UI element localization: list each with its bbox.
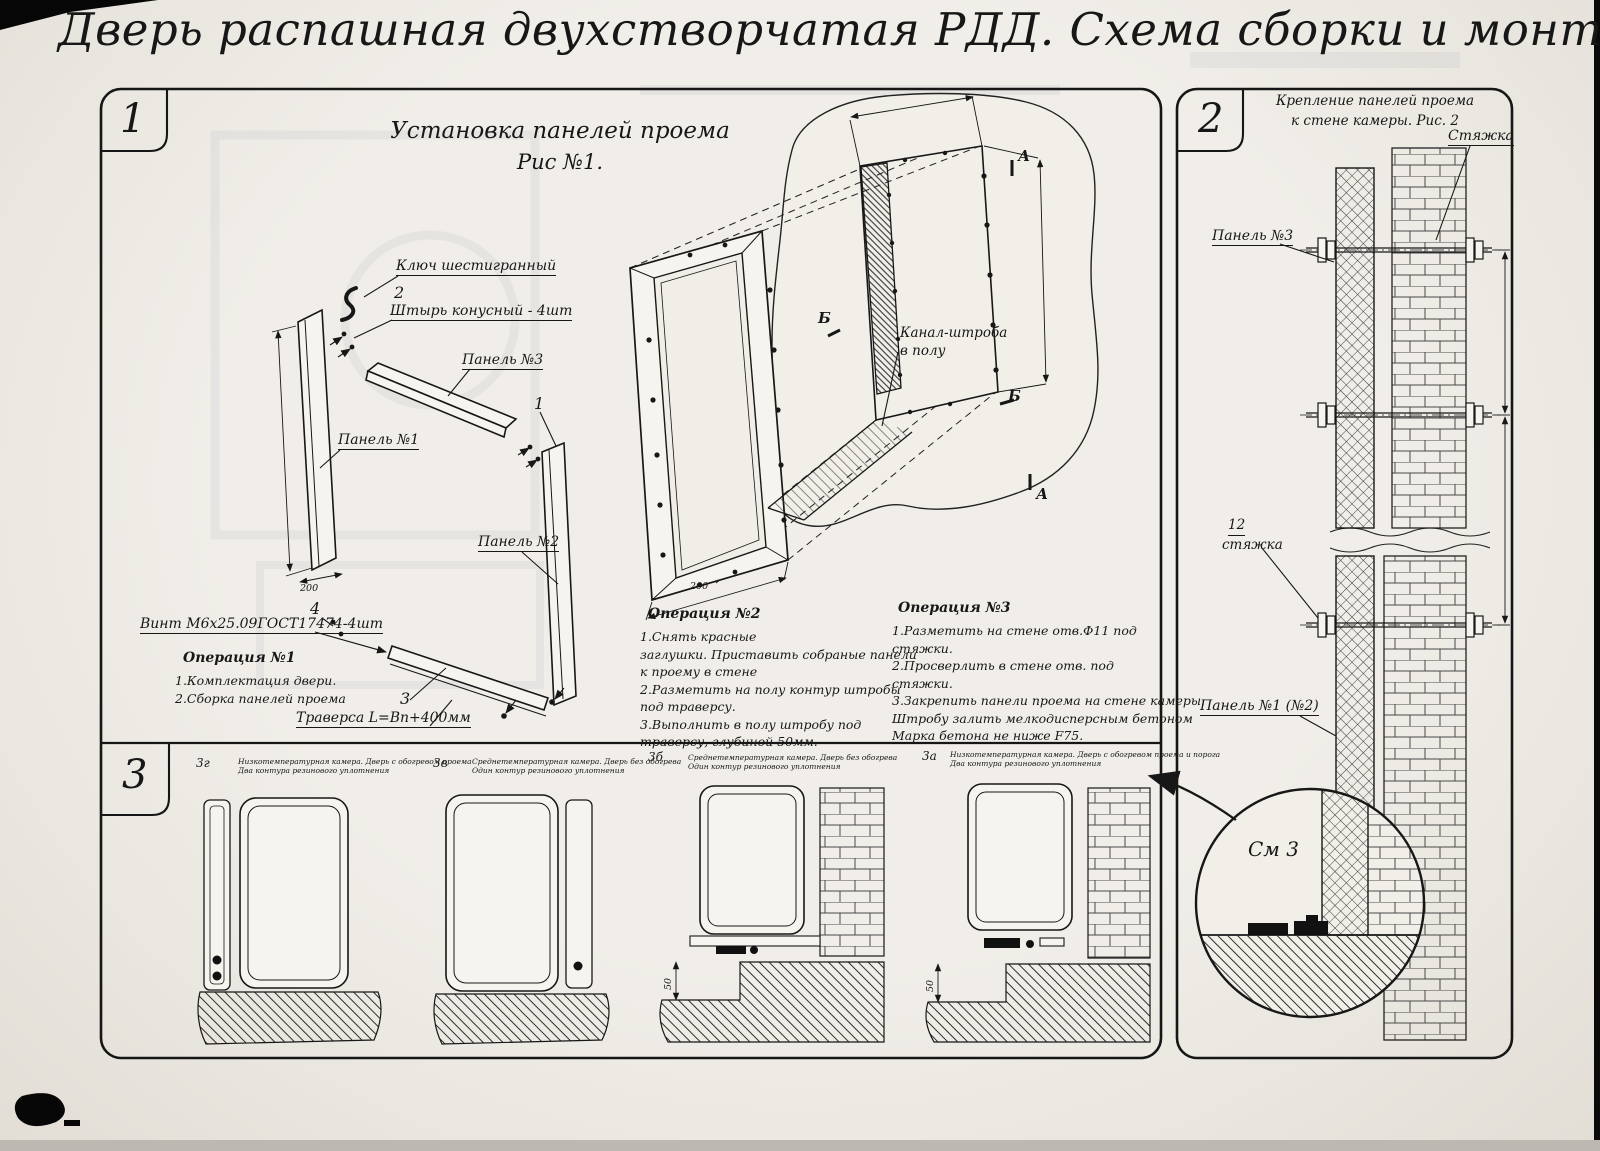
text-line: Среднетемпературная камера. Дверь без об… — [688, 753, 898, 762]
text-line: заглушки. Приставить собраные панели — [640, 646, 917, 662]
view-3a-caption: Низкотемпературная камера. Дверь с обогр… — [950, 750, 1220, 768]
section2-number: 2 — [1198, 96, 1224, 142]
section-marker-b-left: Б — [818, 309, 831, 327]
text-line: Один контур резинового уплотнения — [688, 762, 841, 771]
s2-title-line2: к стене камеры. Рис. 2 — [1291, 113, 1459, 129]
sheet-title: Дверь распашная двухстворчатая РДД. Схем… — [58, 3, 1600, 56]
view-3b-caption: Среднетемпературная камера. Дверь без об… — [688, 753, 897, 771]
opening-in-wall — [767, 94, 1050, 521]
op3-text: 1.Разметить на стене отв.Ф11 под стяжки.… — [892, 622, 1205, 745]
label-tie-top: Стяжка — [1448, 128, 1514, 147]
text-line: траверсу, глубиной 50мм. — [640, 734, 818, 749]
text-line: 2.Сборка панелей проема — [175, 690, 346, 706]
text-line: 3.Закрепить панели проема на стене камер… — [892, 693, 1205, 708]
label-channel-line1: Канал-штроба — [900, 325, 1008, 341]
sheet-frames — [99, 87, 1514, 1060]
label-panel1-s1: Панель №1 — [338, 432, 420, 451]
text-line: стяжки. — [892, 640, 953, 656]
text-line: под траверсу. — [640, 699, 736, 714]
text-line: 1.Комплектация двери. — [175, 673, 337, 688]
view-3a — [925, 783, 1151, 1043]
label-traverse: Траверса L=Bn+400мм — [296, 710, 471, 729]
text-line: 2.Разметить на полу контур штробы — [640, 681, 901, 697]
label-screw-number: 4 — [310, 599, 321, 618]
text-line: стяжки. — [892, 675, 953, 691]
op1-text: 1.Комплектация двери. 2.Сборка панелей п… — [175, 672, 346, 707]
assembled-frame — [629, 229, 789, 621]
view-3v — [433, 794, 610, 1045]
text-line: 3.Выполнить в полу штробу под — [640, 716, 862, 732]
view-3g — [197, 797, 382, 1045]
label-tie-number: 12 — [1228, 517, 1246, 536]
section3-number: 3 — [122, 752, 148, 798]
exploded-view — [271, 275, 577, 727]
op1-title: Операция №1 — [183, 650, 296, 666]
view-3g-caption: Низкотемпературная камера. Дверь с обогр… — [238, 757, 472, 775]
view-3v-caption: Среднетемпературная камера. Дверь без об… — [472, 757, 681, 775]
wall-attachment-view — [1147, 145, 1510, 1041]
section-views — [197, 783, 1151, 1045]
text-line: Два контура резинового уплотнения — [238, 766, 390, 775]
label-panel2-number: 1 — [534, 394, 545, 413]
fig1-number: Рис №1. — [517, 150, 603, 174]
view-3v-id: 3в — [433, 756, 448, 770]
fig1-title: Установка панелей проема — [390, 118, 730, 144]
text-line: Марка бетона не ниже F75. — [892, 728, 1084, 743]
label-pin: Штырь конусный - 4шт — [390, 303, 573, 322]
view-3g-id: 3г — [196, 756, 210, 770]
label-traverse-number: 3 — [400, 689, 411, 708]
view-3b — [659, 785, 885, 1043]
label-screw: Винт М6х25.09ГОСТ17474-4шт — [140, 616, 383, 635]
section-marker-b-right: Б — [1008, 387, 1021, 405]
op2-text: 1.Снять красные заглушки. Приставить соб… — [640, 628, 917, 751]
text-line: 1.Разметить на стене отв.Ф11 под — [892, 623, 1137, 638]
op2-title: Операция №2 — [648, 606, 761, 622]
text-line: к проему в стене — [640, 664, 758, 679]
view-3b-id: 3б — [648, 750, 663, 764]
s2-title-line1: Крепление панелей проема — [1275, 93, 1475, 109]
label-channel-line2: в полу — [900, 343, 946, 359]
label-panel3-s2: Панель №3 — [1212, 228, 1294, 247]
text-line: Один контур резинового уплотнения — [472, 766, 625, 775]
text-line: 2.Просверлить в стене отв. под — [892, 658, 1114, 673]
section1-number: 1 — [120, 96, 146, 142]
dim-200-frame: 200 — [690, 581, 709, 592]
text-line: Среднетемпературная камера. Дверь без об… — [472, 757, 682, 766]
label-panel3-s1: Панель №3 — [462, 352, 544, 371]
label-see-detail: См 3 — [1248, 837, 1299, 861]
view-3a-id: 3а — [922, 749, 937, 763]
projection-lines — [629, 145, 997, 601]
label-panel2: Панель №2 — [478, 534, 560, 553]
text-line: Низкотемпературная камера. Дверь с обогр… — [950, 750, 1221, 759]
label-hex-key: Ключ шестигранный — [396, 258, 557, 277]
text-line: Два контура резинового уплотнения — [950, 759, 1102, 768]
label-tie: стяжка — [1222, 537, 1283, 553]
text-line: 1.Снять красные — [640, 629, 757, 644]
label-pin-number: 2 — [394, 283, 405, 302]
dim-50-3a: 50 — [925, 979, 936, 992]
text-line: Низкотемпературная камера. Дверь с обогр… — [238, 757, 472, 766]
section-marker-a-top: А — [1018, 147, 1031, 165]
section-marker-a-bottom: А — [1036, 485, 1049, 503]
op3-title: Операция №3 — [898, 600, 1011, 616]
dim-200-panel1: 200 — [300, 583, 319, 594]
label-panel1-s2: Панель №1 (№2) — [1200, 698, 1319, 717]
dim-50-3b: 50 — [663, 977, 674, 990]
text-line: Штробу залить мелкодисперсным бетоном — [892, 710, 1193, 726]
